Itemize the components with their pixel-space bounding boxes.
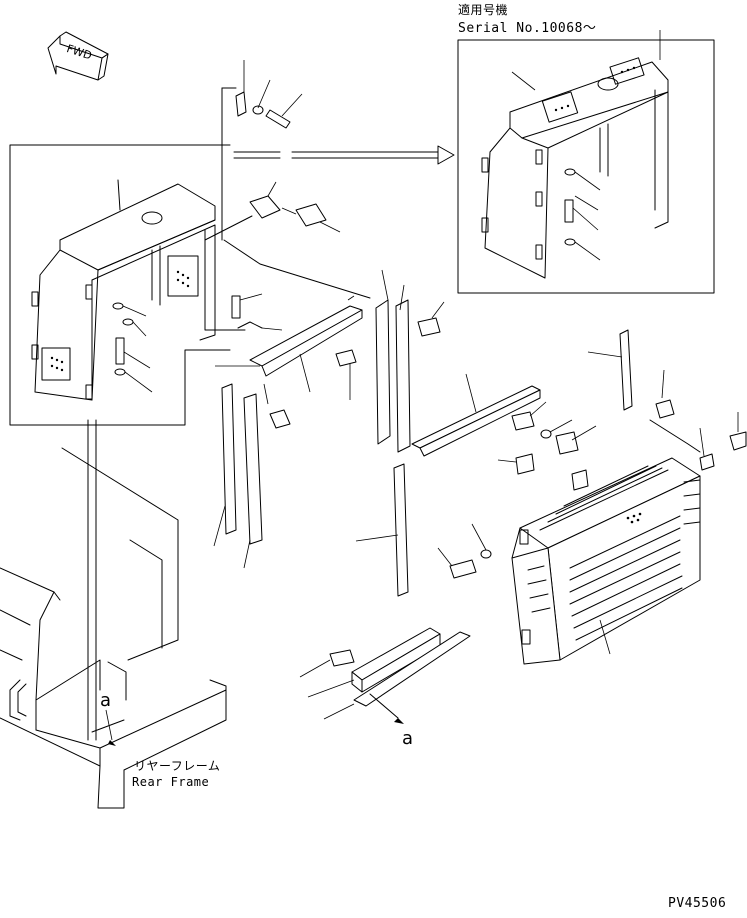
radiator-grille [437,457,701,665]
rear-frame-label-jp: リヤーフレーム [134,759,221,773]
drawing-code: PV45506 [668,896,727,911]
reference-mark-frame: a [100,690,112,711]
bracket-bolts-top [221,60,371,299]
bolts-right-middle [497,369,747,491]
lower-rails [299,627,471,724]
rear-frame-label-en: Rear Frame [132,775,210,789]
grille-slats [527,465,701,641]
bracket-middle [204,181,341,331]
rail-diagonal-middle [411,373,541,457]
vent-dots-icon [176,270,190,288]
vertical-post-single [355,463,409,597]
detail-arrow-icon [233,145,455,165]
applicable-serial-label: 適用号機 [458,3,509,17]
grille-emblem-icon [626,512,642,524]
fwd-arrow-icon [47,31,109,81]
serial-detail-frame [457,39,715,294]
radiator-guard-new [481,30,669,279]
vent-dots-icon [50,356,64,372]
bolt-center [335,349,357,400]
vertical-post-right [587,329,633,411]
vent-dots-icon [554,66,636,112]
rail-diagonal-upper [215,295,363,393]
left-detail-frame [9,144,231,426]
rear-frame [0,419,227,809]
reference-mark-rails: a [402,728,414,749]
radiator-guard-old [31,179,283,401]
side-rails-left [213,383,291,569]
vertical-posts [375,269,445,453]
serial-number-label: Serial No.10068～ [458,21,597,36]
